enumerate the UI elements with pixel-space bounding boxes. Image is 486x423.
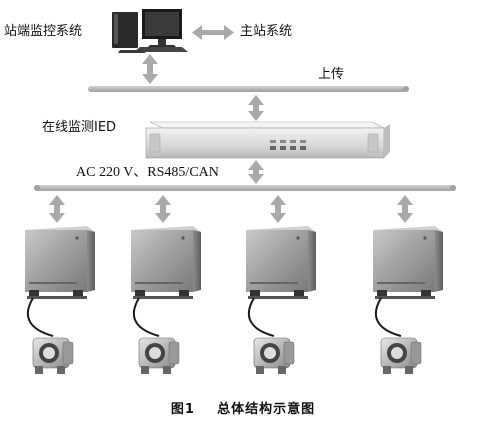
terminal-unit [246,195,316,374]
monitoring-terminal-box [25,226,95,299]
signal-cable [374,297,402,337]
signal-cable [132,297,160,337]
figure-title: 总体结构示意图 [217,402,316,417]
ied-device [145,121,390,159]
monitoring-terminal-box [131,226,201,299]
double-arrow-vertical-icon [397,195,413,223]
terminal-unit [131,195,201,374]
signal-cable [247,297,275,337]
signal-cable [26,297,54,337]
double-arrow-vertical-icon [248,95,264,121]
station-monitor-label: 站端监控系统 [4,24,83,39]
double-arrow-vertical-icon [142,54,158,84]
bus-label: AC 220 V、RS485/CAN [76,165,219,180]
monitoring-terminal-box [246,226,316,299]
current-transformer-icon [138,337,180,374]
figure-number: 图1 [170,402,195,417]
upload-label: 上传 [318,67,345,82]
double-arrow-horizontal-icon [192,25,234,40]
main-station-label: 主站系统 [240,24,293,39]
field-bus [34,185,456,191]
double-arrow-vertical-icon [49,195,65,223]
terminal-units [25,195,443,374]
figure-caption: 图1 总体结构示意图 [0,398,486,417]
double-arrow-vertical-icon [248,160,264,184]
upload-bus [88,86,409,92]
double-arrow-vertical-icon [270,195,286,223]
terminal-unit [373,195,443,374]
current-transformer-icon [253,337,295,374]
current-transformer-icon [32,337,74,374]
double-arrow-vertical-icon [155,195,171,223]
current-transformer-icon [380,337,422,374]
online-ied-label: 在线监测IED [42,120,117,135]
monitoring-terminal-box [373,226,443,299]
computer-icon [112,9,188,53]
terminal-unit [25,195,95,374]
